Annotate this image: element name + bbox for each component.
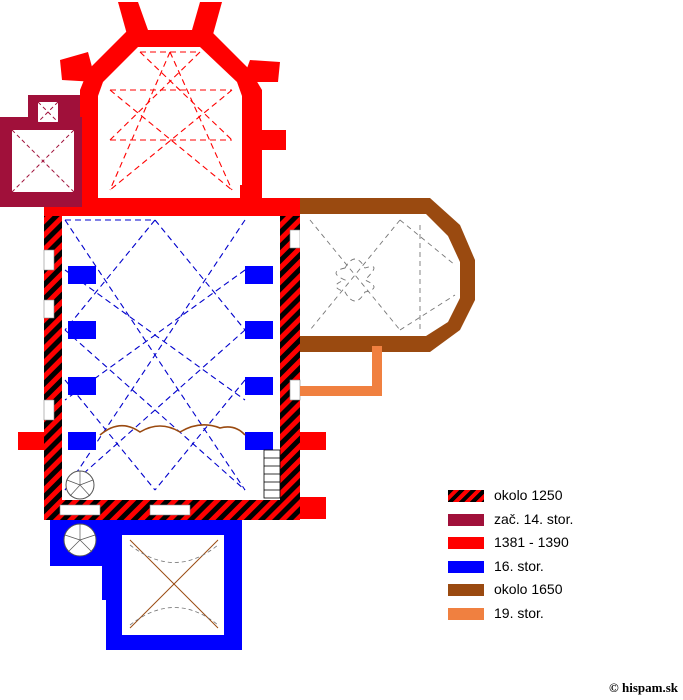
nave-vault-ribs <box>64 219 246 491</box>
legend-item-p19: 19. stor. <box>448 604 648 628</box>
legend-swatch <box>448 537 484 549</box>
legend-label: zač. 14. stor. <box>494 510 574 527</box>
annex-19c <box>300 346 382 396</box>
copyright-credit: © hispam.sk <box>609 680 678 695</box>
tower-16c <box>50 520 242 650</box>
organ-loft-arc <box>99 424 246 436</box>
legend-label: okolo 1650 <box>494 581 563 597</box>
chancel-1381 <box>60 2 286 199</box>
nave-pillars-16c <box>68 266 273 450</box>
legend-item-p1650: okolo 1650 <box>448 580 648 604</box>
nave-straight-stair <box>263 449 281 499</box>
nave-spiral-stair <box>65 470 95 500</box>
side-chapel-vault <box>309 219 456 331</box>
legend: okolo 1250 zač. 14. stor. 1381 - 1390 16. s… <box>448 486 648 627</box>
side-chapel-1650 <box>300 198 475 352</box>
sacristy-14c <box>0 95 82 207</box>
nave-windows <box>43 229 301 516</box>
legend-swatch <box>448 607 484 620</box>
chancel-vault-ribs <box>109 51 233 191</box>
legend-item-p16: 16. stor. <box>448 557 648 581</box>
legend-label: okolo 1250 <box>494 487 563 503</box>
legend-item-p1250: okolo 1250 <box>448 486 648 510</box>
legend-label: 16. stor. <box>494 557 544 574</box>
nave-buttresses-1381 <box>18 432 326 519</box>
legend-swatch <box>448 490 484 502</box>
legend-label: 1381 - 1390 <box>494 534 569 550</box>
nave-floor <box>60 215 282 500</box>
legend-swatch <box>448 560 484 573</box>
legend-item-p14: zač. 14. stor. <box>448 510 648 534</box>
legend-swatch <box>448 513 484 526</box>
nave-top-wall <box>44 198 300 216</box>
tower-vault <box>129 539 219 629</box>
legend-swatch <box>448 584 484 596</box>
legend-item-p1381: 1381 - 1390 <box>448 533 648 557</box>
legend-label: 19. stor. <box>494 604 544 621</box>
